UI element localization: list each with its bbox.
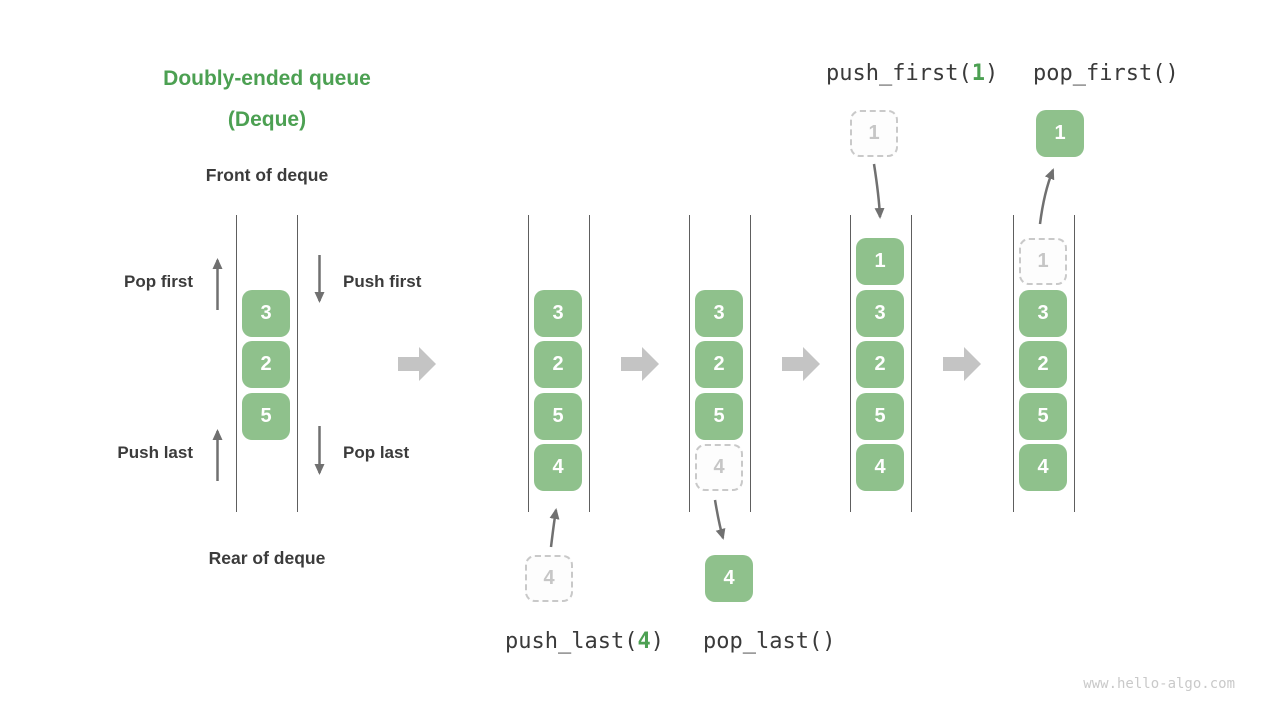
front-of-deque-label: Front of deque bbox=[205, 165, 329, 185]
pop-last-code-label: pop_last() bbox=[703, 629, 836, 654]
transition-block-arrow-icon bbox=[398, 347, 436, 381]
deque-channel-pop-first: 1 3 2 5 4 bbox=[1013, 215, 1075, 512]
deque-channel-after-push-first: 1 3 2 5 4 bbox=[850, 215, 912, 512]
transition-block-arrow-icon bbox=[782, 347, 820, 381]
site-watermark: www.hello-algo.com bbox=[1083, 676, 1235, 692]
deque-cell: 5 bbox=[1019, 393, 1067, 440]
deque-cell: 3 bbox=[1019, 290, 1067, 337]
push-first-move-arrow-icon bbox=[872, 163, 885, 219]
deque-cell: 4 bbox=[1019, 444, 1067, 491]
push-last-label: Push last bbox=[117, 443, 193, 462]
deque-cell: 5 bbox=[534, 393, 582, 440]
page-title: Doubly-ended queue (Deque) bbox=[97, 58, 437, 140]
title-line1: Doubly-ended queue bbox=[163, 67, 371, 90]
push-last-move-arrow-icon bbox=[549, 508, 560, 548]
deque-cell-ghost: 4 bbox=[695, 444, 743, 491]
deque-cell: 2 bbox=[242, 341, 290, 388]
deque-cell: 4 bbox=[856, 444, 904, 491]
deque-cell: 5 bbox=[242, 393, 290, 440]
deque-cell: 3 bbox=[695, 290, 743, 337]
deque-cell: 1 bbox=[856, 238, 904, 285]
push-first-code-label: push_first(1) bbox=[826, 61, 998, 86]
pop-last-result-cell: 4 bbox=[705, 555, 753, 602]
push-first-incoming-cell: 1 bbox=[850, 110, 898, 157]
push-last-code-label: push_last(4) bbox=[505, 629, 664, 654]
code-text: push_first( bbox=[826, 61, 972, 86]
code-text: ) bbox=[984, 61, 999, 86]
deque-channel-demo: 3 2 5 bbox=[236, 215, 298, 512]
code-text: push_last( bbox=[505, 629, 638, 654]
deque-cell: 3 bbox=[856, 290, 904, 337]
pop-first-code-label: pop_first() bbox=[1033, 61, 1179, 86]
push-last-incoming-cell: 4 bbox=[525, 555, 573, 602]
code-arg: 1 bbox=[971, 61, 985, 86]
transition-block-arrow-icon bbox=[621, 347, 659, 381]
title-line2: (Deque) bbox=[227, 108, 307, 131]
pop-first-label: Pop first bbox=[124, 272, 193, 291]
transition-block-arrow-icon bbox=[943, 347, 981, 381]
code-text: ) bbox=[650, 629, 664, 654]
deque-cell: 4 bbox=[534, 444, 582, 491]
pop-last-label: Pop last bbox=[343, 443, 410, 462]
deque-cell-ghost: 1 bbox=[1019, 238, 1067, 285]
deque-cell: 5 bbox=[856, 393, 904, 440]
deque-cell: 2 bbox=[695, 341, 743, 388]
code-arg: 4 bbox=[637, 629, 651, 654]
push-first-label: Push first bbox=[343, 272, 422, 291]
pop-first-result-cell: 1 bbox=[1036, 110, 1084, 157]
rear-of-deque-label: Rear of deque bbox=[208, 548, 326, 568]
deque-cell: 3 bbox=[534, 290, 582, 337]
deque-channel-pop-last: 3 2 5 4 bbox=[689, 215, 751, 512]
deque-cell: 5 bbox=[695, 393, 743, 440]
deque-cell: 2 bbox=[856, 341, 904, 388]
deque-channel-after-push-last: 3 2 5 4 bbox=[528, 215, 590, 512]
deque-cell: 3 bbox=[242, 290, 290, 337]
deque-cell: 2 bbox=[534, 341, 582, 388]
deque-cell: 2 bbox=[1019, 341, 1067, 388]
